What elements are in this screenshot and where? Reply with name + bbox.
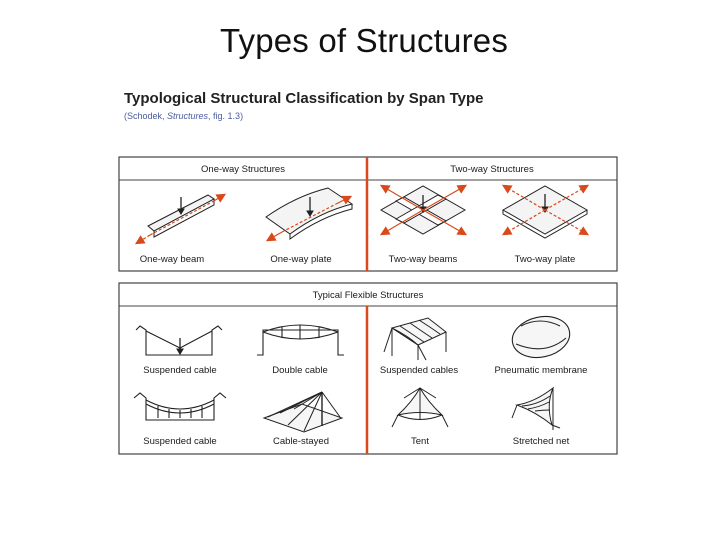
suspended-cables-label: Suspended cables <box>380 365 458 376</box>
citation-prefix: (Schodek, <box>124 111 168 121</box>
suspended-cables-icon <box>383 317 447 361</box>
suspended-cable-2-icon <box>133 392 227 421</box>
figure-heading: Typological Structural Classification by… <box>124 90 484 107</box>
one-way-beam-icon <box>134 193 227 245</box>
two-way-beams-icon <box>379 184 468 236</box>
double-cable-label: Double cable <box>272 365 327 376</box>
stretched-net-label: Stretched net <box>513 436 570 447</box>
pneumatic-membrane-icon <box>511 315 571 359</box>
double-cable-icon <box>257 324 344 356</box>
two-way-structures-title: Two-way Structures <box>450 164 534 175</box>
cable-stayed-icon <box>262 391 344 433</box>
tent-icon <box>391 386 449 428</box>
stretched-net-icon <box>511 386 561 430</box>
citation-book-title: Structures <box>167 111 209 121</box>
pneumatic-membrane-label: Pneumatic membrane <box>495 365 588 376</box>
flexible-structures-panel: Typical Flexible Structures Suspended ca… <box>118 282 618 455</box>
two-way-plate-icon <box>501 184 590 239</box>
suspended-cable-2-label: Suspended cable <box>143 436 216 447</box>
one-way-beam-label: One-way beam <box>140 254 205 265</box>
tent-label: Tent <box>411 436 429 447</box>
two-way-plate-label: Two-way plate <box>515 254 576 265</box>
figure-citation: (Schodek, Structures, fig. 1.3) <box>124 111 243 121</box>
suspended-cable-icon <box>135 325 223 356</box>
one-way-plate-label: One-way plate <box>270 254 331 265</box>
span-type-panel: One-way Structures Two-way Structures On… <box>118 156 618 272</box>
suspended-cable-label: Suspended cable <box>143 365 216 376</box>
flexible-structures-title: Typical Flexible Structures <box>313 290 424 301</box>
two-way-beams-label: Two-way beams <box>389 254 458 265</box>
slide-title: Types of Structures <box>219 22 509 59</box>
citation-suffix: , fig. 1.3) <box>208 111 244 121</box>
one-way-plate-icon <box>265 187 354 242</box>
cable-stayed-label: Cable-stayed <box>273 436 329 447</box>
one-way-structures-title: One-way Structures <box>201 164 285 175</box>
